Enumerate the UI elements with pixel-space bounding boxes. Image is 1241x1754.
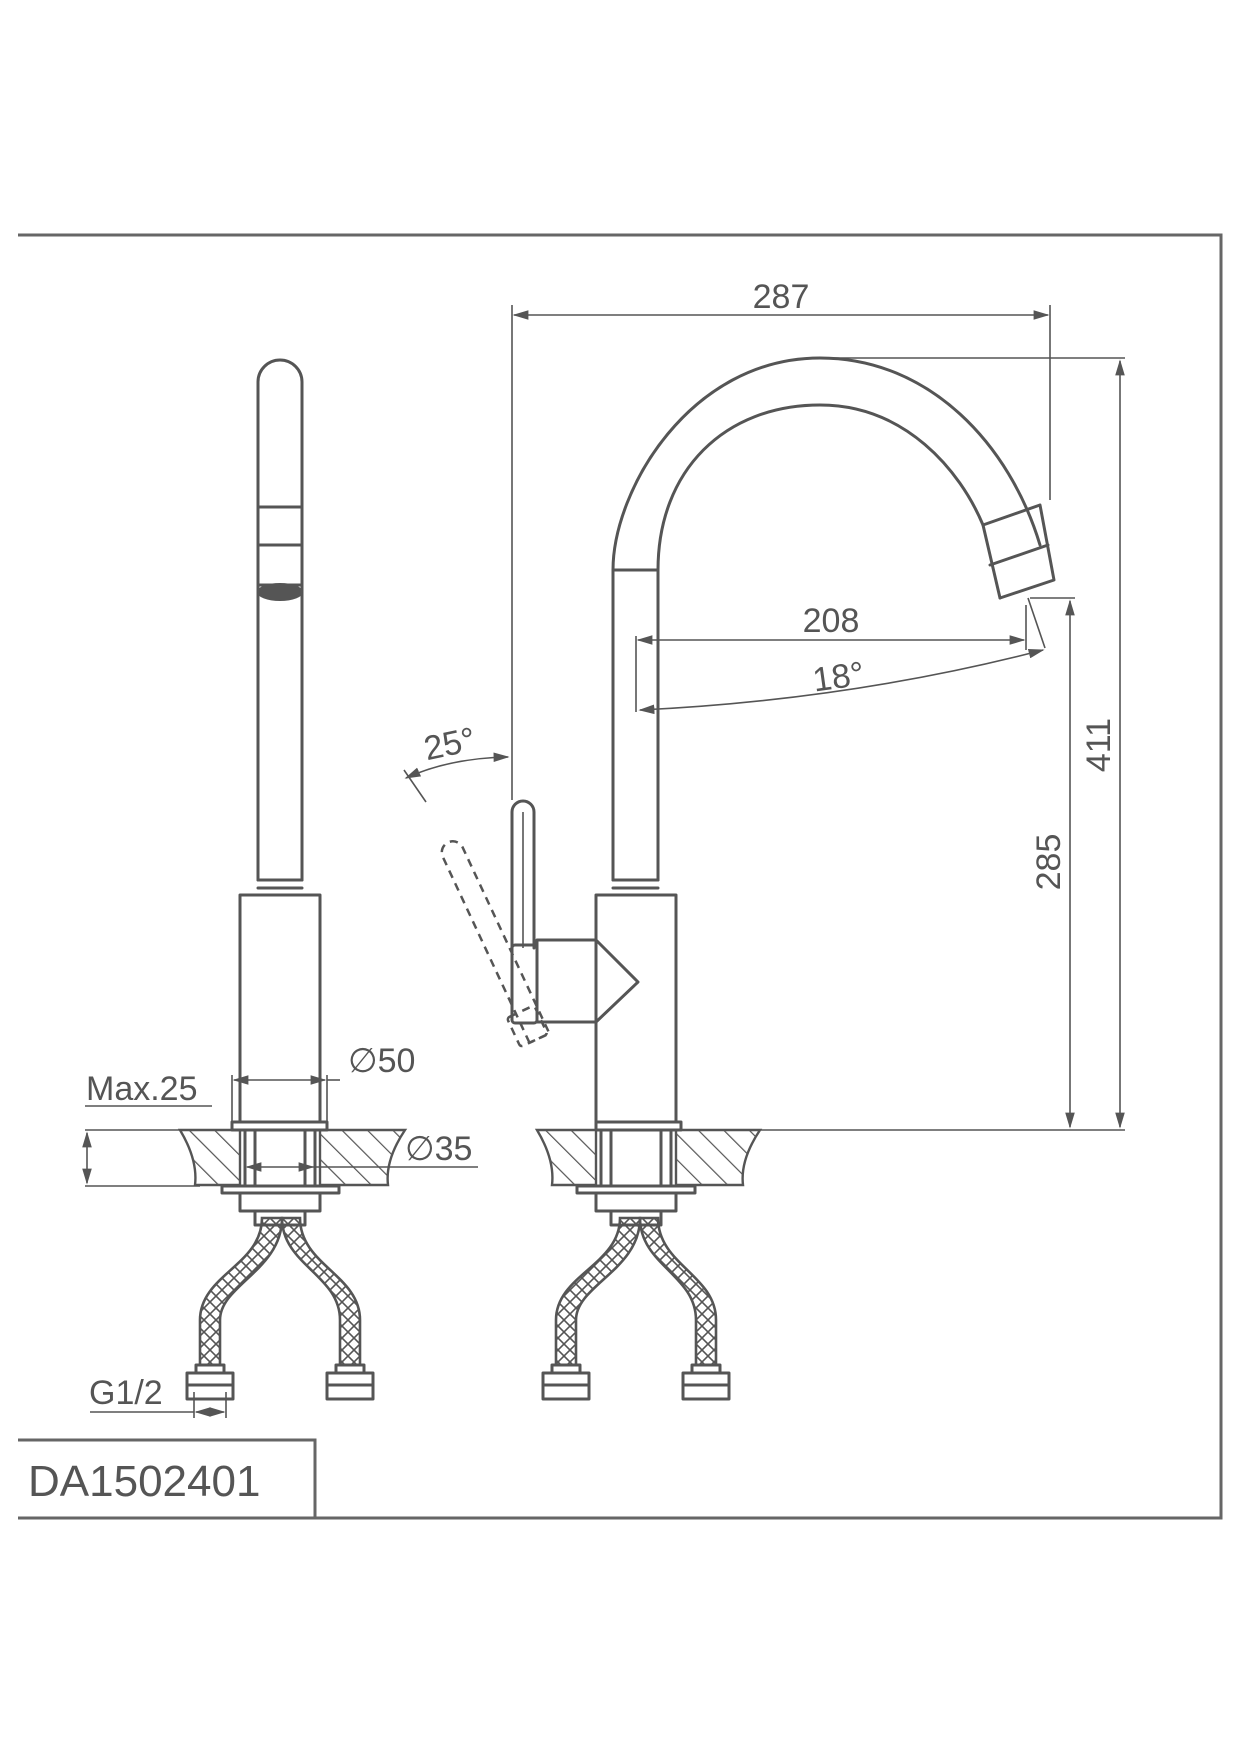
side-dimensions: 287 411 285 208 18° 25° (403, 278, 1125, 1131)
side-view (440, 356, 1056, 1401)
side-cartridge (535, 938, 640, 1024)
thread-label: G1/2 (89, 1374, 163, 1412)
lever-angle-label: 25° (421, 720, 479, 768)
side-spout-head (981, 503, 1056, 600)
front-spout-tube (256, 358, 304, 882)
side-hose-right (638, 1216, 718, 1367)
front-deck-right (318, 1128, 408, 1187)
overall-reach-label: 287 (753, 278, 810, 316)
base-diameter-label: ∅50 (348, 1042, 415, 1080)
swivel-angle-label: 18° (810, 655, 866, 700)
hole-diameter-label: ∅35 (405, 1130, 472, 1168)
side-lever (510, 799, 536, 950)
front-dimensions: ∅50 ∅35 Max.25 G1/2 (82, 1042, 478, 1418)
front-aerator (257, 583, 303, 601)
side-deck-left (534, 1128, 598, 1187)
side-spout-inner (656, 403, 985, 882)
total-height-label: 411 (1080, 718, 1118, 772)
spout-reach-label: 208 (803, 602, 860, 640)
front-hose-right (280, 1216, 362, 1367)
side-body (594, 893, 678, 1124)
front-hose-left (198, 1216, 284, 1367)
front-body (238, 893, 322, 1124)
side-lever-tilted (440, 840, 552, 1048)
side-hose-left (554, 1216, 642, 1367)
spout-height-label: 285 (1030, 834, 1068, 891)
side-spout-outer (611, 356, 1042, 882)
side-deck-right (674, 1128, 763, 1187)
front-deck-left (177, 1128, 242, 1187)
front-view (177, 358, 408, 1401)
max-thickness-label: Max.25 (86, 1070, 198, 1108)
drawing-frame (18, 233, 1223, 1520)
drawing-code: DA1502401 (28, 1457, 260, 1506)
